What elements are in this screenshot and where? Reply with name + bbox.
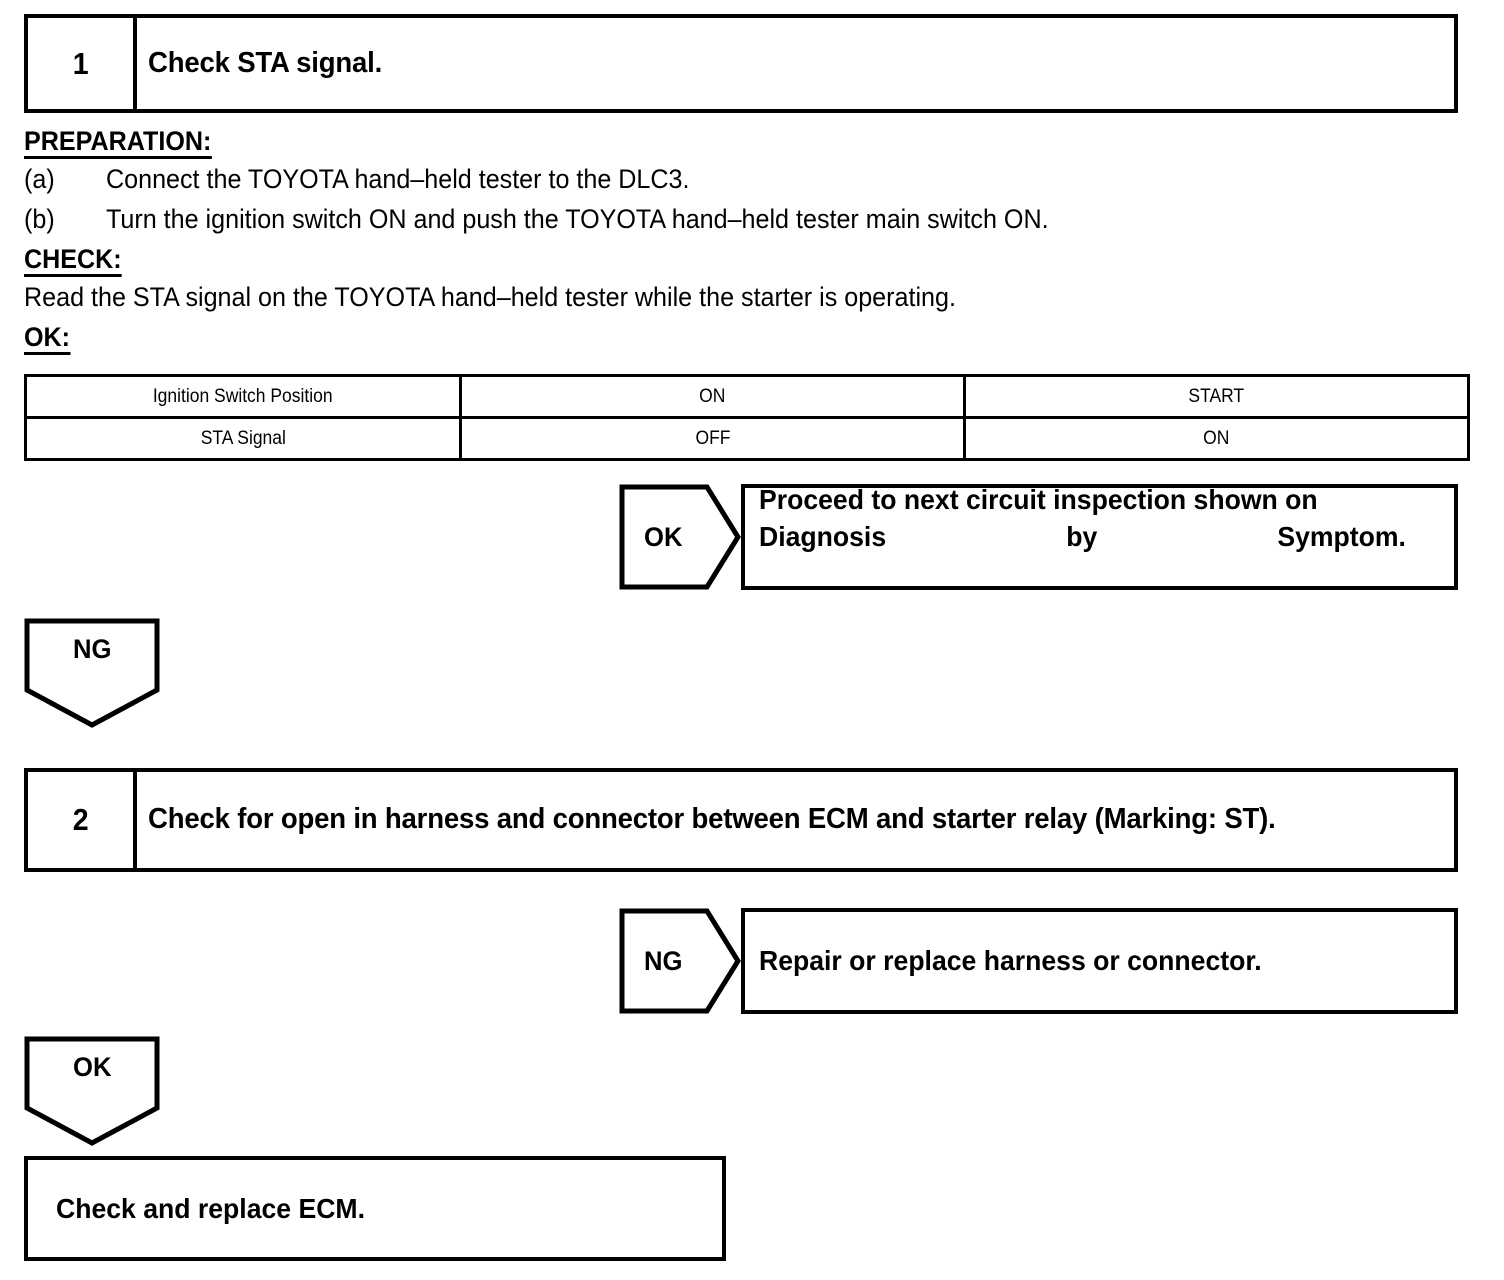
check-heading-row: CHECK: — [24, 246, 1464, 284]
table-row: STA Signal OFF ON — [24, 416, 1470, 461]
table-cell-ignition-start: START — [963, 374, 1470, 419]
ng-arrow-pentagon-step2: NG — [619, 908, 741, 1014]
preparation-item-b-label: (b) — [24, 204, 55, 234]
step-1-ok-branch: OK Proceed to next circuit inspection sh… — [619, 484, 1458, 590]
check-text: Read the STA signal on the TOYOTA hand–h… — [24, 282, 956, 312]
preparation-heading-row: PREPARATION: — [24, 128, 1464, 166]
table-cell-ignition-switch-position: Ignition Switch Position — [24, 374, 462, 419]
preparation-heading: PREPARATION: — [24, 128, 212, 159]
table-cell-sta-signal: STA Signal — [24, 416, 462, 461]
table-cell-ignition-on: ON — [459, 374, 966, 419]
preparation-item-b-text: Turn the ignition switch ON and push the… — [106, 204, 1049, 234]
table-cell-sta-off: OFF — [459, 416, 966, 461]
ng-arrow-label-step1: NG — [72, 633, 112, 664]
step-2-ng-branch: NG Repair or replace harness or connecto… — [619, 908, 1458, 1014]
table-cell-sta-on: ON — [963, 416, 1470, 461]
preparation-item-b: (b) Turn the ignition switch ON and push… — [24, 206, 1464, 246]
step-1-title: Check STA signal. — [148, 46, 383, 79]
step-1-header-box: 1 Check STA signal. — [24, 14, 1458, 113]
final-action-text: Check and replace ECM. — [56, 1192, 365, 1224]
step-2-number-cell: 2 — [28, 772, 137, 868]
ok-specification-table: Ignition Switch Position ON START STA Si… — [24, 374, 1470, 461]
preparation-item-a: (a) Connect the TOYOTA hand–held tester … — [24, 166, 1464, 206]
step-1-title-cell: Check STA signal. — [148, 18, 1444, 109]
final-action-box: Check and replace ECM. — [24, 1156, 726, 1261]
preparation-item-a-text: Connect the TOYOTA hand–held tester to t… — [106, 164, 690, 194]
ng-arrow-label-step2: NG — [643, 945, 683, 976]
ok-arrow-pentagon: OK — [619, 484, 741, 590]
ok-arrow-label: OK — [643, 521, 683, 552]
ok-result-box: Proceed to next circuit inspection shown… — [741, 484, 1458, 590]
ok-result-line-1: Proceed to next circuit inspection shown… — [759, 484, 1318, 516]
step-2-title-cell: Check for open in harness and connector … — [148, 772, 1436, 868]
step-2-header-box: 2 Check for open in harness and connecto… — [24, 768, 1458, 872]
ng-result-text: Repair or replace harness or connector. — [759, 945, 1262, 977]
ok-heading: OK: — [24, 324, 71, 355]
ok-heading-row: OK: — [24, 324, 1464, 362]
step-2-title: Check for open in harness and connector … — [148, 803, 1276, 836]
ok-result-text: Proceed to next circuit inspection shown… — [759, 481, 1406, 593]
ng-result-box: Repair or replace harness or connector. — [741, 908, 1458, 1014]
ok-arrow-pentagon-step2: OK — [24, 1036, 160, 1146]
check-heading: CHECK: — [24, 246, 122, 277]
preparation-item-a-label: (a) — [24, 164, 55, 194]
ok-result-line-2: Diagnosis by Symptom. — [759, 521, 1406, 553]
instruction-text-block: PREPARATION: (a) Connect the TOYOTA hand… — [24, 128, 1464, 362]
ng-arrow-pentagon-step1: NG — [24, 618, 160, 728]
table-row: Ignition Switch Position ON START — [24, 374, 1470, 419]
step-2-number: 2 — [72, 802, 89, 837]
step-1-number: 1 — [72, 45, 89, 81]
step-1-number-cell: 1 — [28, 18, 137, 109]
ok-arrow-label-step2: OK — [72, 1051, 112, 1082]
